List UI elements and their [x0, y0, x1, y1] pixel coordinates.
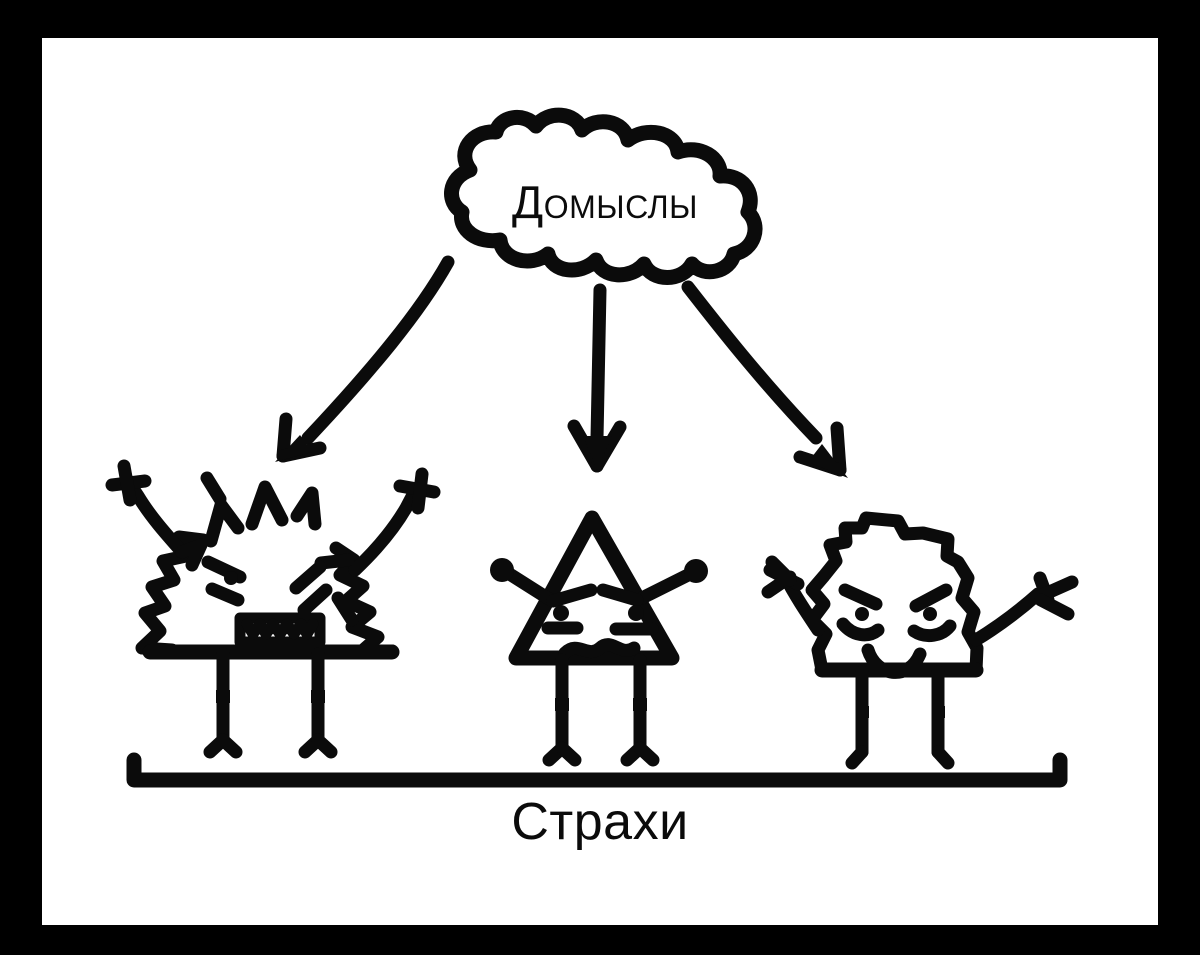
baseline-label-strahi: Страхи [511, 793, 689, 851]
cloud-label-domysly: Домыслы [512, 176, 698, 228]
